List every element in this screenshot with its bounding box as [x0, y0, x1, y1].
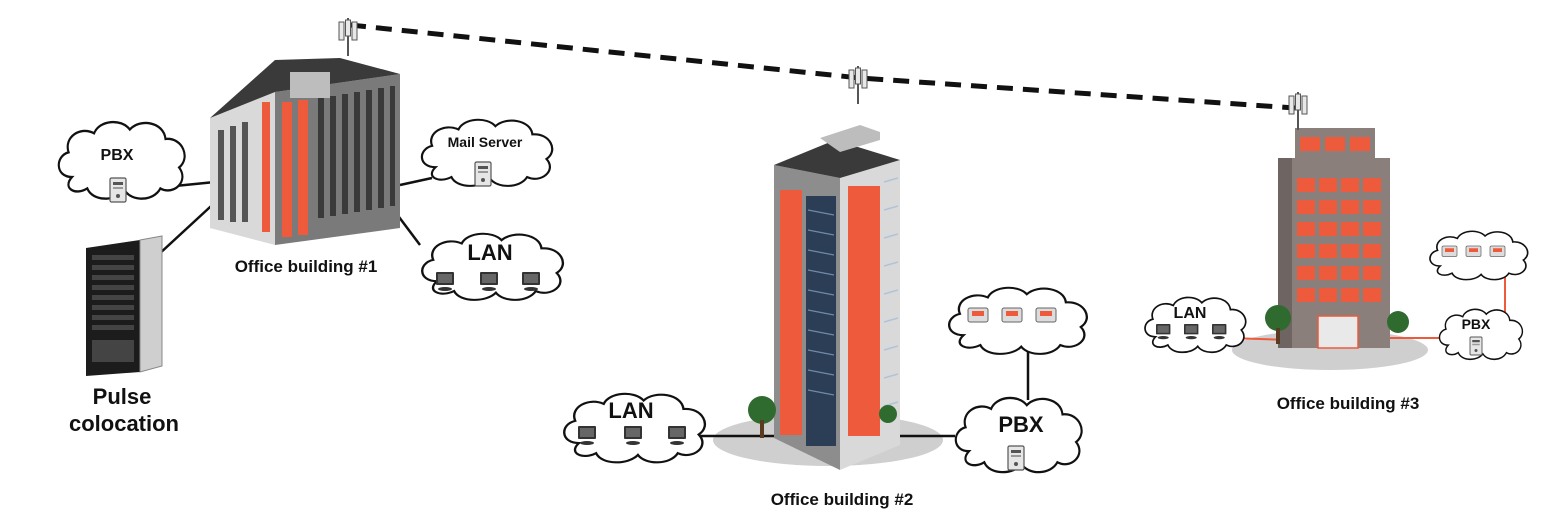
server-icon [1469, 336, 1483, 356]
server-rack-icon [86, 235, 163, 376]
lan-label-1: LAN [467, 240, 512, 265]
phone-icon [1489, 245, 1506, 257]
antenna-icon [848, 65, 868, 105]
lan-label-3: LAN [1174, 305, 1207, 322]
pbx-label-2: PBX [998, 412, 1044, 437]
monitor-icon [1156, 324, 1171, 340]
phone-icon [1035, 307, 1057, 323]
monitor-icon [1184, 324, 1199, 340]
office-building-3-label: Office building #3 [1277, 394, 1420, 413]
server-icon [474, 161, 492, 187]
tree-icon [748, 396, 897, 438]
site-3: Office building #3 LAN PBX [1144, 91, 1529, 413]
pbx-label-1: PBX [101, 147, 134, 164]
wireless-link [349, 22, 1296, 111]
pbx-label-3: PBX [1462, 316, 1491, 332]
site-1: Office building #1 PBX Mail Server LAN [57, 17, 565, 436]
phone-icon [1001, 307, 1023, 323]
antenna-icon [338, 17, 358, 57]
server-icon [109, 177, 127, 203]
monitor-icon [668, 426, 686, 445]
colocation-label-line1: Pulse [93, 384, 152, 409]
monitor-icon [436, 272, 454, 291]
site-2: Office building #2 LAN PBX [563, 65, 1089, 509]
colocation-label-line2: colocation [69, 411, 179, 436]
office-building-2-label: Office building #2 [771, 490, 914, 509]
link-pbx-building1 [174, 180, 216, 188]
monitor-icon [578, 426, 596, 445]
link-mail-building1 [399, 176, 433, 187]
monitor-icon [624, 426, 642, 445]
office-building-1-label: Office building #1 [235, 257, 378, 276]
monitor-icon [1212, 324, 1227, 340]
monitor-icon [480, 272, 498, 291]
entrance-icon [1317, 315, 1359, 349]
antenna-icon [1288, 91, 1308, 131]
office-building-1 [210, 17, 400, 245]
monitor-icon [522, 272, 540, 291]
phone-icon [1465, 245, 1482, 257]
office-building-3 [1265, 91, 1409, 349]
mail-server-label: Mail Server [448, 134, 523, 150]
tree-icon [1265, 305, 1409, 344]
phone-icon [1441, 245, 1458, 257]
phone-icon [967, 307, 989, 323]
office-building-2 [748, 65, 900, 470]
lan-label-2: LAN [608, 398, 653, 423]
server-icon [1007, 445, 1025, 471]
